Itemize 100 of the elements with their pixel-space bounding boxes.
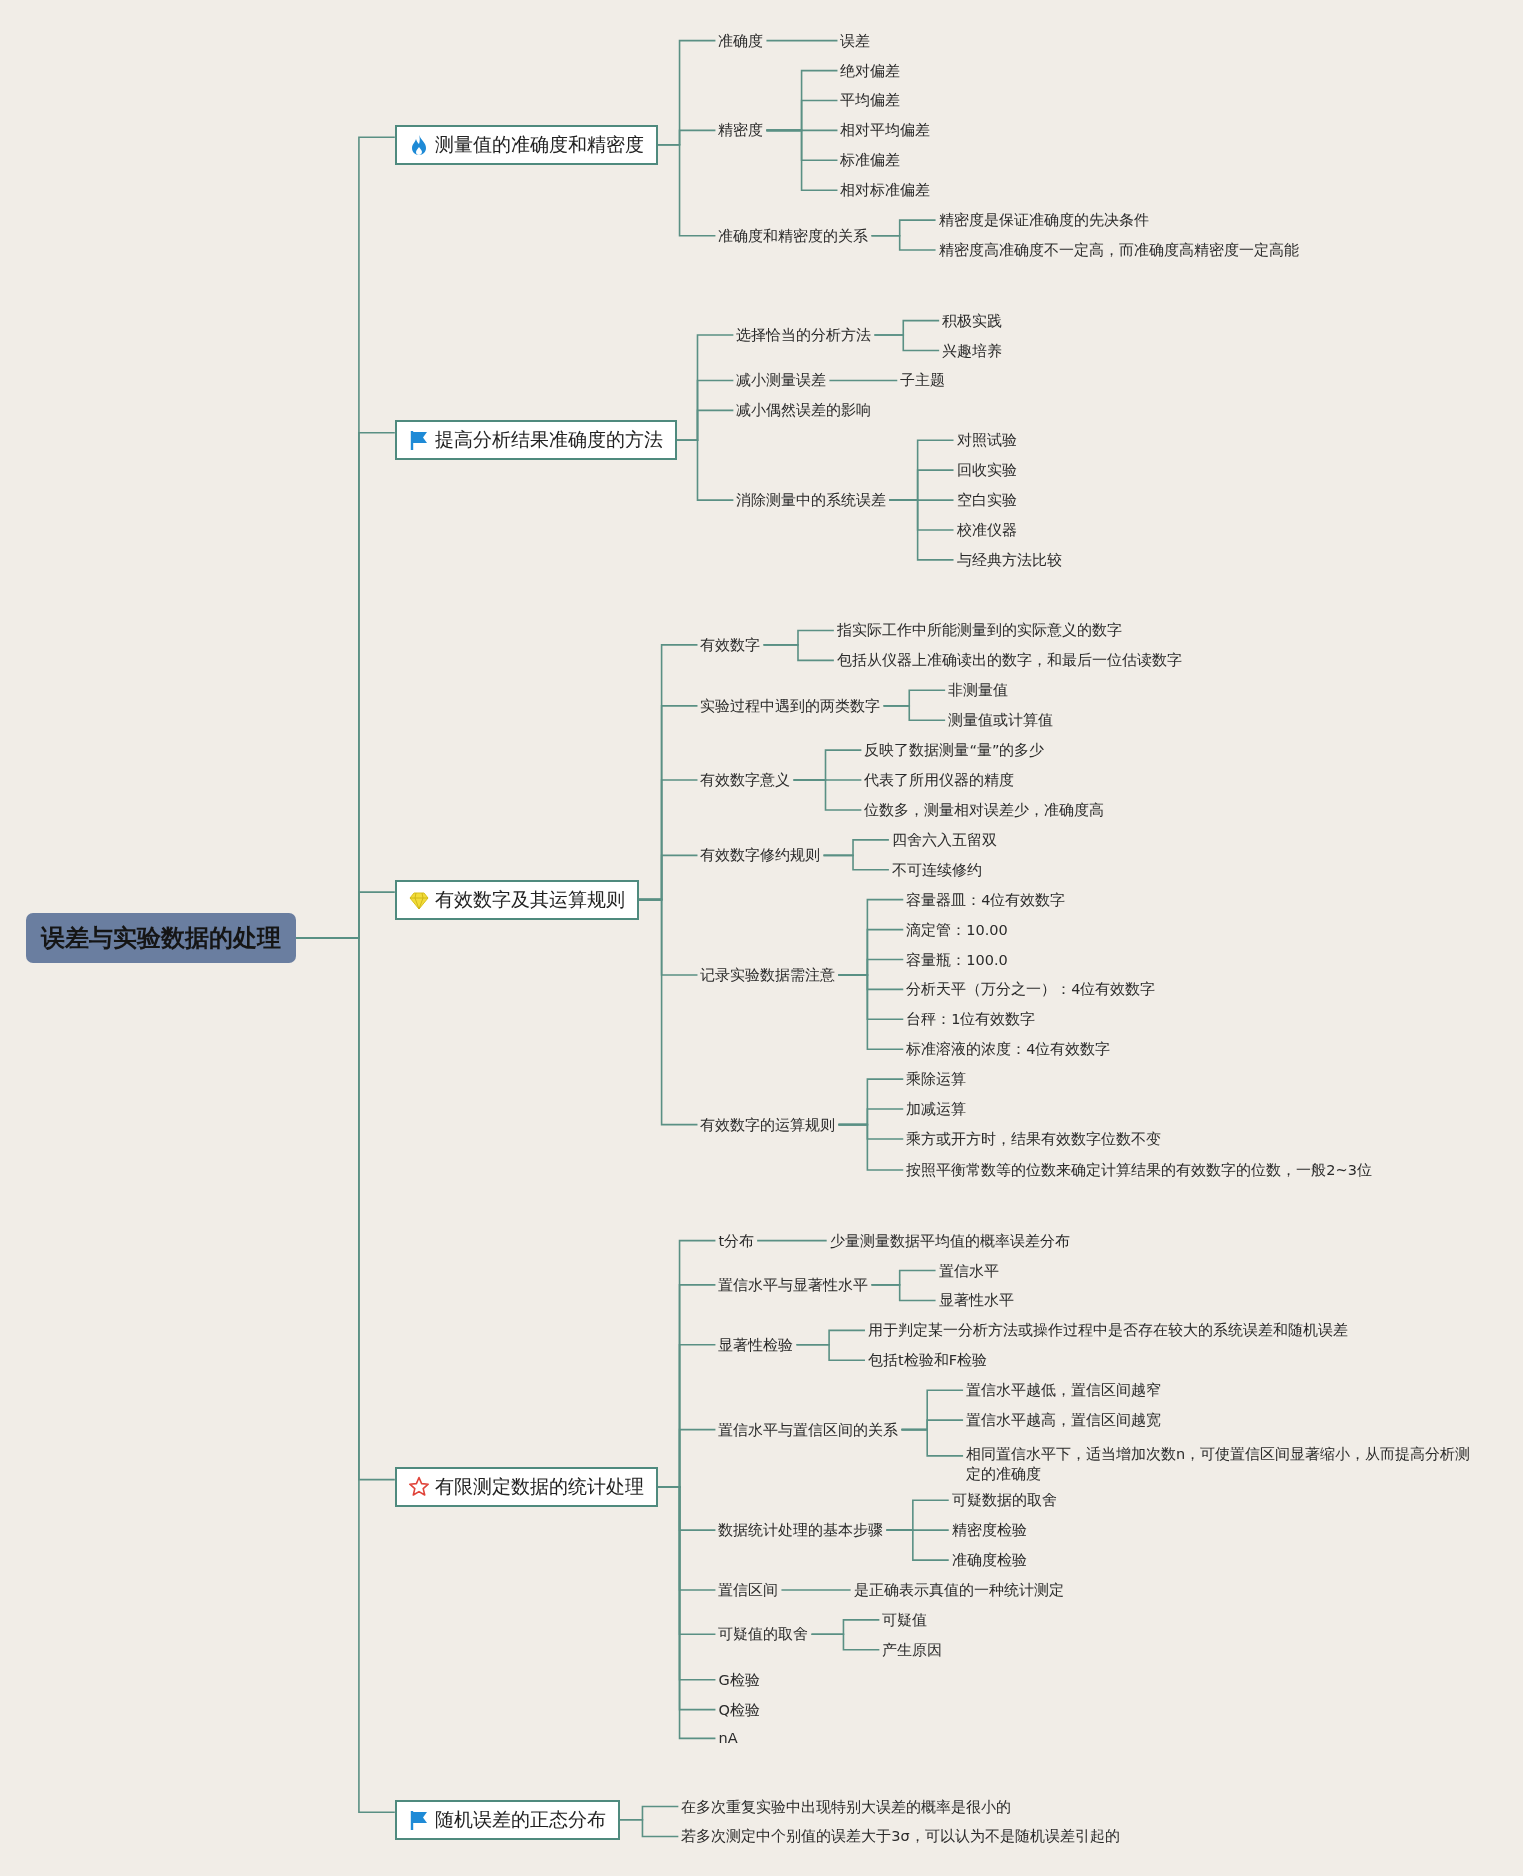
topic-label: 容量器皿：4位有效数字 [903,888,1069,911]
topic-label: 显著性检验 [715,1333,797,1356]
topic-label: 空白实验 [953,489,1020,512]
topic-label: 置信区间 [715,1579,782,1601]
topic-label: 可疑值 [879,1608,931,1631]
topic-label: 位数多，测量相对误差少，准确度高 [861,798,1108,821]
branch-line [762,644,835,662]
branch-line [810,1633,881,1651]
topic-label: 台秤：1位有效数字 [903,1008,1039,1031]
branch-line [657,143,717,237]
branch-line [756,1239,828,1242]
topic-label: 是正确表示真值的一种统计测定 [850,1579,1067,1601]
branch-line [780,1589,852,1591]
topic-label: 非测量值 [945,679,1012,702]
topic-label: 测量值或计算值 [945,709,1057,732]
topic-label: 按照平衡常数等的位数来确定计算结果的有效数字的位数，一般2~3位 [903,1159,1375,1182]
topic-label: 相对标准偏差 [837,179,934,202]
topic-label: 指实际工作中所能测量到的实际意义的数字 [833,619,1125,642]
branch-line [837,1123,905,1171]
topic-label: 置信水平越低，置信区间越窄 [963,1379,1165,1402]
topic-label: 加减运算 [903,1098,970,1121]
branch-title: 有限测定数据的统计处理 [434,1474,644,1500]
topic-label: 滴定管：10.00 [903,918,1011,941]
topic-label: 显著性水平 [935,1289,1017,1312]
topic-label: 兴趣培养 [939,339,1006,362]
branch-line [638,898,699,1126]
central-topic-box: 误差与实验数据的处理 [26,912,297,963]
topic-label: 准确度和精密度的关系 [715,224,872,247]
topic-label: 相同置信水平下，适当增加次数n，可使置信区间显著缩小，从而提高分析测定的准确度 [963,1443,1478,1486]
branch-line [885,1529,950,1561]
topic-label: t分布 [715,1229,758,1252]
topic-label: 有效数字 [697,633,764,656]
topic-label: 反映了数据测量“量”的多少 [861,739,1048,762]
topic-label: 产生原因 [879,1638,946,1661]
topic-label: 减小测量误差 [733,369,830,392]
topic-label: 在多次重复实验中出现特别大误差的概率是很小的 [678,1795,1015,1818]
topic-label: 标准偏差 [837,149,904,172]
branch-line [888,499,955,561]
branch-line [822,854,890,871]
topic-label: 用于判定某一分析方法或操作过程中是否存在较大的系统误差和随机误差 [865,1319,1351,1342]
topic-label: 相对平均偏差 [837,119,934,142]
topic-label: 消除测量中的系统误差 [733,489,890,512]
topic-label: 可疑值的取舍 [715,1623,812,1646]
branch-line [795,1343,866,1362]
topic-label: 回收实验 [953,459,1020,482]
topic-label: 子主题 [897,369,949,392]
topic-label: 置信水平与置信区间的关系 [715,1418,902,1441]
topic-label: 平均偏差 [837,89,904,112]
topic-label: 代表了所用仪器的精度 [861,769,1018,792]
branch-line [765,129,839,191]
topic-label: 记录实验数据需注意 [697,964,839,987]
topic-label: 乘除运算 [903,1068,970,1091]
branch-line [900,1428,964,1457]
branch-box [394,420,677,461]
topic-label: 与经典方法比较 [953,548,1065,571]
topic-label: 精密度 [715,119,767,142]
topic-label: 绝对偏差 [837,59,904,82]
branch-box [394,1467,658,1508]
topic-label: 有效数字修约规则 [697,844,824,867]
branch-line [873,334,940,352]
topic-label: 四舍六入五留双 [888,828,1000,851]
topic-label: 标准溶液的浓度：4位有效数字 [903,1038,1114,1061]
topic-label: 置信水平 [935,1259,1002,1282]
branch-line [870,234,937,251]
topic-label: Q检验 [715,1698,763,1721]
branch-title: 提高分析结果准确度的方法 [434,427,663,453]
topic-label: 减小偶然误差的影响 [733,399,875,422]
topic-label: 实验过程中遇到的两类数字 [697,694,884,717]
branch-box [394,879,639,920]
topic-label: 精密度检验 [948,1519,1030,1542]
topic-label: 选择恰当的分析方法 [733,324,875,346]
topic-label: nA [715,1727,741,1750]
topic-label: 有效数字意义 [697,769,794,792]
topic-label: 容量瓶：100.0 [903,948,1011,971]
topic-label: 对照试验 [953,429,1020,452]
branch-line [676,439,735,501]
topic-label: 包括t检验和F检验 [865,1349,990,1372]
branch-title: 随机误差的正态分布 [434,1806,606,1832]
branch-title: 有效数字及其运算规则 [434,886,625,912]
topic-label: 包括从仪器上准确读出的数字，和最后一位估读数字 [833,649,1185,672]
topic-label: 少量测量数据平均值的概率误差分布 [826,1229,1073,1252]
topic-label: 校准仪器 [953,519,1020,541]
topic-label: 数据统计处理的基本步骤 [715,1519,887,1542]
topic-label: 误差 [837,29,874,52]
branch-box [394,124,658,165]
topic-label: 不可连续修约 [888,858,985,881]
branch-line [870,1284,937,1302]
branch-line [792,779,863,811]
branch-line [619,1818,680,1838]
topic-label: 置信水平越高，置信区间越宽 [963,1409,1165,1432]
branch-title: 测量值的准确度和精密度 [434,131,644,157]
topic-label: 精密度高准确度不一定高，而准确度高精密度一定高能 [935,239,1302,262]
branch-line [882,705,946,721]
branch-line [765,39,839,42]
topic-label: 乘方或开方时，结果有效数字位数不变 [903,1127,1165,1150]
topic-label: 若多次测定中个别值的误差大于3σ，可以认为不是随机误差引起的 [678,1825,1123,1848]
topic-label: 精密度是保证准确度的先决条件 [935,209,1152,232]
branch-line [828,379,899,382]
topic-label: 有效数字的运算规则 [697,1113,839,1136]
topic-label: 准确度 [715,29,767,52]
